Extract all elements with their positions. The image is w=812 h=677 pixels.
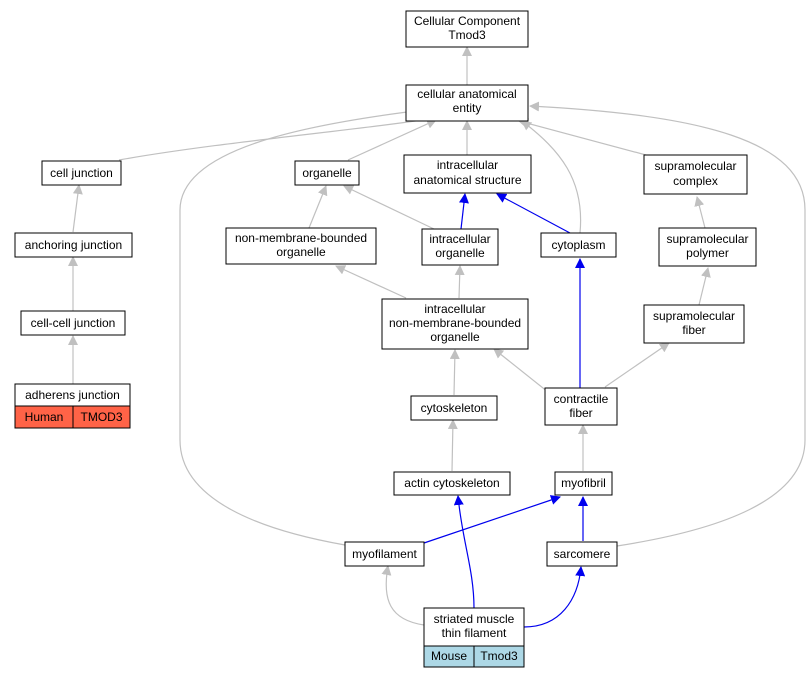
edge-icnmb-to-nmb	[335, 265, 407, 299]
node-supramolecular-fiber[interactable]: supramolecular fiber	[643, 304, 745, 344]
svg-text:intracellular: intracellular	[429, 232, 490, 246]
node-intracellular-non-membrane-bounded-organelle[interactable]: intracellular non-membrane-bounded organ…	[381, 298, 529, 350]
svg-text:anatomical structure: anatomical structure	[413, 173, 521, 187]
svg-text:Tmod3: Tmod3	[448, 28, 486, 42]
svg-text:intracellular: intracellular	[424, 302, 485, 316]
node-sarcomere[interactable]: sarcomere	[546, 541, 618, 567]
edge-icorganelle-to-ias	[459, 193, 469, 230]
node-contractile-fiber[interactable]: contractile fiber	[544, 387, 618, 426]
node-cellular-anatomical-entity[interactable]: cellular anatomical entity	[405, 84, 529, 122]
edge-actin-to-cytoskeleton	[447, 419, 458, 472]
edge-contractile-to-suprafiber	[604, 342, 670, 388]
svg-text:cell junction: cell junction	[50, 166, 113, 180]
svg-text:entity: entity	[453, 101, 482, 115]
svg-text:cytoplasm: cytoplasm	[551, 238, 605, 252]
svg-text:polymer: polymer	[686, 246, 729, 260]
annotation-mouse-cell: Mouse	[423, 645, 475, 668]
svg-text:supramolecular: supramolecular	[653, 309, 735, 323]
svg-text:Tmod3: Tmod3	[480, 649, 518, 663]
node-cell-cell-junction[interactable]: cell-cell junction	[20, 310, 126, 336]
svg-text:organelle: organelle	[435, 246, 485, 260]
svg-text:cellular anatomical: cellular anatomical	[417, 87, 516, 101]
edge-smtf-to-sarcomere	[523, 566, 586, 628]
svg-text:Cellular Component: Cellular Component	[414, 14, 521, 28]
annotation-tmod3-cell-human: TMOD3	[72, 405, 131, 429]
node-myofilament[interactable]: myofilament	[344, 541, 425, 567]
node-cell-junction[interactable]: cell junction	[41, 160, 122, 186]
svg-text:organelle: organelle	[302, 166, 352, 180]
node-non-membrane-bounded-organelle[interactable]: non-membrane-bounded organelle	[225, 227, 377, 265]
svg-text:myofilament: myofilament	[352, 547, 417, 561]
svg-text:supramolecular: supramolecular	[654, 159, 736, 173]
edge-supracomplex-to-cae	[518, 118, 647, 156]
edge-myofilament-to-cae	[179, 106, 424, 546]
edge-celljunction-to-cae	[118, 114, 437, 161]
svg-text:fiber: fiber	[682, 323, 705, 337]
edge-suprafiber-to-suprapolymer	[698, 267, 711, 306]
edge-cytoskeleton-to-icnmb	[449, 349, 460, 396]
svg-text:TMOD3: TMOD3	[81, 410, 123, 424]
svg-text:organelle: organelle	[430, 330, 480, 344]
edge-anchoring-to-celljunction	[72, 184, 83, 233]
svg-text:non-membrane-bounded: non-membrane-bounded	[235, 231, 367, 245]
svg-text:striated muscle: striated muscle	[434, 612, 515, 626]
svg-text:Mouse: Mouse	[431, 649, 467, 663]
svg-text:contractile: contractile	[554, 392, 609, 406]
edge-sarcomere-to-cae	[529, 101, 806, 547]
node-supramolecular-complex[interactable]: supramolecular complex	[643, 154, 748, 195]
svg-text:intracellular: intracellular	[437, 158, 498, 172]
edge-organelle-to-cae	[347, 119, 437, 161]
edge-suprapolymer-to-supracomplex	[694, 196, 706, 229]
node-supramolecular-polymer[interactable]: supramolecular polymer	[658, 227, 757, 267]
node-anchoring-junction[interactable]: anchoring junction	[14, 232, 133, 258]
edge-smtf-to-myofilament	[381, 565, 425, 626]
svg-text:cell-cell junction: cell-cell junction	[31, 316, 116, 330]
edge-cytoplasm-to-cae	[521, 120, 582, 234]
node-striated-muscle-thin-filament[interactable]: striated muscle thin filament Mouse Tmod…	[423, 607, 525, 668]
edge-icorganelle-to-organelle	[343, 185, 435, 230]
node-intracellular-anatomical-structure[interactable]: intracellular anatomical structure	[403, 154, 532, 194]
edge-myofilament-to-myofibril	[423, 495, 561, 544]
svg-text:organelle: organelle	[276, 245, 326, 259]
annotation-human-cell: Human	[14, 405, 74, 429]
node-cytoplasm[interactable]: cytoplasm	[540, 232, 617, 258]
svg-text:sarcomere: sarcomere	[554, 547, 611, 561]
svg-text:Human: Human	[25, 410, 64, 424]
svg-text:myofibril: myofibril	[561, 476, 606, 490]
node-cellular-component-tmod3[interactable]: Cellular Component Tmod3	[405, 10, 529, 48]
node-myofibril[interactable]: myofibril	[554, 471, 613, 496]
svg-text:complex: complex	[673, 174, 718, 188]
svg-text:non-membrane-bounded: non-membrane-bounded	[389, 316, 521, 330]
node-organelle[interactable]: organelle	[294, 160, 360, 186]
annotation-tmod3-cell-mouse: Tmod3	[473, 645, 525, 668]
node-cytoskeleton[interactable]: cytoskeleton	[410, 395, 498, 421]
edge-icnmb-to-icorganelle	[454, 265, 465, 299]
svg-text:adherens junction: adherens junction	[25, 388, 120, 402]
edge-contractile-to-icnmb	[493, 348, 549, 393]
node-intracellular-organelle[interactable]: intracellular organelle	[421, 228, 499, 266]
svg-text:anchoring junction: anchoring junction	[25, 238, 122, 252]
node-actin-cytoskeleton[interactable]: actin cytoskeleton	[393, 471, 511, 496]
svg-text:thin filament: thin filament	[442, 626, 507, 640]
edge-smtf-to-actin	[453, 495, 475, 609]
edge-cytoplasm-to-ias	[496, 193, 571, 234]
svg-text:cytoskeleton: cytoskeleton	[421, 401, 488, 415]
node-adherens-junction[interactable]: adherens junction Human TMOD3	[14, 383, 131, 429]
edge-nmborganelle-to-organelle	[308, 185, 328, 229]
svg-text:fiber: fiber	[569, 406, 592, 420]
svg-text:actin cytoskeleton: actin cytoskeleton	[404, 476, 499, 490]
svg-text:supramolecular: supramolecular	[666, 232, 748, 246]
